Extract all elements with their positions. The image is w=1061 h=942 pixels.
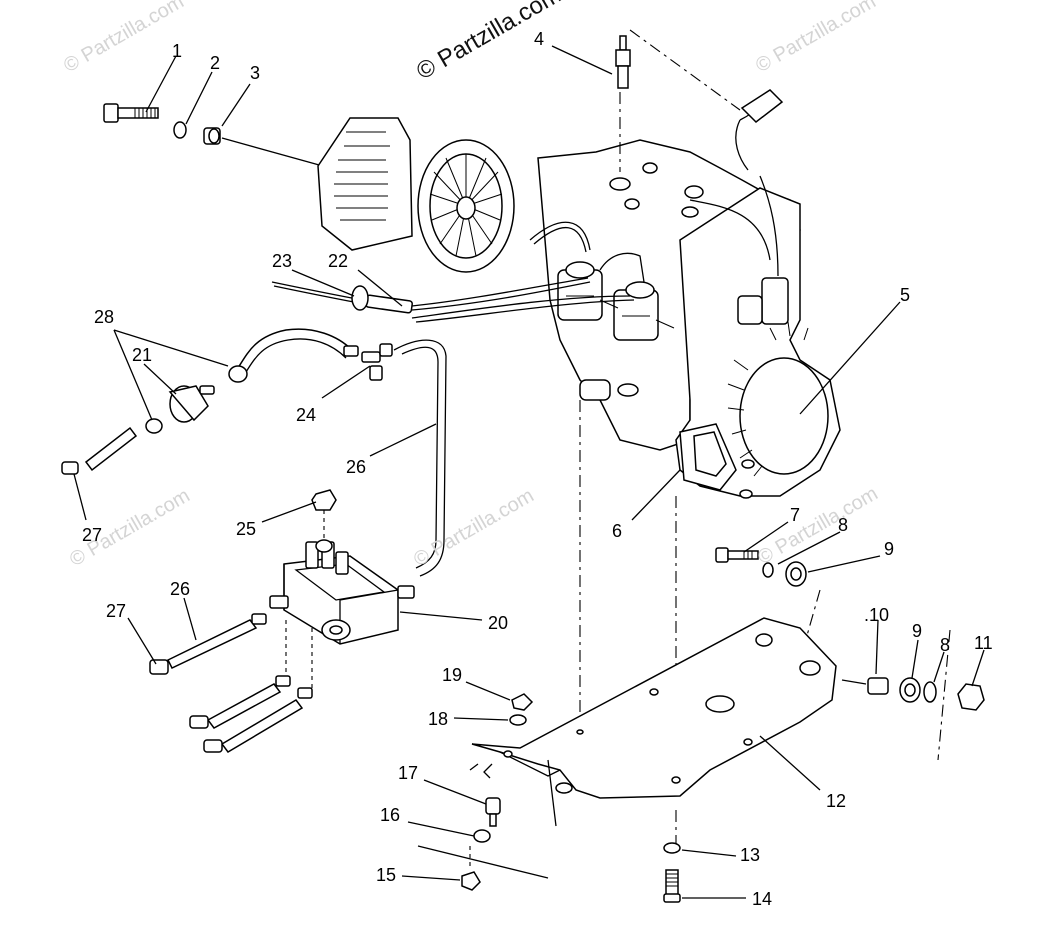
callout-16: 16 <box>380 805 401 825</box>
callout-7: 7 <box>790 505 801 525</box>
washer-part-16 <box>473 829 491 843</box>
washer-part-8a <box>762 562 774 578</box>
callout-1: 1 <box>172 41 183 61</box>
recoil-starter <box>675 187 841 499</box>
nut-part-25 <box>311 489 337 540</box>
washer-part-8b <box>923 681 937 703</box>
bolt-part-1 <box>103 103 159 123</box>
callout-8: 8 <box>940 635 951 655</box>
callout-19: 19 <box>442 665 463 685</box>
grommet-part-9a <box>785 561 807 587</box>
callout-3: 3 <box>250 63 261 83</box>
tee-fitting-part-24 <box>343 343 393 381</box>
callout-24: 24 <box>296 405 317 425</box>
bolt-part-7 <box>715 547 759 563</box>
engine-mount-plate-part-12 <box>471 617 837 799</box>
callout-13: 13 <box>740 845 761 865</box>
drive-clutch <box>317 117 515 273</box>
callout-17: 17 <box>398 763 419 783</box>
callout-20: 20 <box>488 613 509 633</box>
nut-part-11 <box>957 683 985 711</box>
fuel-hose-part-26 <box>166 619 258 669</box>
mount-part-17 <box>485 797 501 827</box>
callout-21: 21 <box>132 345 153 365</box>
callout-27: 27 <box>106 601 127 621</box>
callout-5: 5 <box>900 285 911 305</box>
callout-12: 12 <box>826 791 847 811</box>
callout-2: 2 <box>210 53 221 73</box>
callout-6: 6 <box>612 521 623 541</box>
grommet-part-9b <box>899 677 921 703</box>
callout-10: .10 <box>864 605 890 625</box>
washer-part-18 <box>509 714 527 726</box>
callout-25: 25 <box>236 519 257 539</box>
callout-26: 26 <box>346 457 367 477</box>
callout-11: 11 <box>974 633 993 653</box>
fuel-hose-short <box>84 426 138 472</box>
nut-part-19 <box>511 693 534 711</box>
carburetors <box>557 261 675 341</box>
leader-lines <box>73 45 985 899</box>
fuel-pump-part-20 <box>269 539 415 645</box>
spark-plug-part-4 <box>615 35 631 89</box>
washer-part-2 <box>173 121 187 139</box>
callout-26: 26 <box>170 579 191 599</box>
nut-part-15 <box>461 871 481 891</box>
callout-9: 9 <box>912 621 923 641</box>
callout-18: 18 <box>428 709 449 729</box>
callout-14: 14 <box>752 889 773 909</box>
bolt-part-14 <box>663 869 681 903</box>
callout-28: 28 <box>94 307 115 327</box>
spacer-part-3 <box>203 127 221 145</box>
fuel-filter-part-21 <box>168 385 215 423</box>
callout-23: 23 <box>272 251 293 271</box>
callout-15: 15 <box>376 865 397 885</box>
callout-22: 22 <box>328 251 349 271</box>
clamp-part-27a <box>61 461 79 475</box>
callout-8: 8 <box>838 515 849 535</box>
callout-9: 9 <box>884 539 895 559</box>
callout-27: 27 <box>82 525 103 545</box>
callout-4: 4 <box>534 29 545 49</box>
spacer-part-10 <box>867 677 889 695</box>
washer-part-13 <box>663 842 681 854</box>
